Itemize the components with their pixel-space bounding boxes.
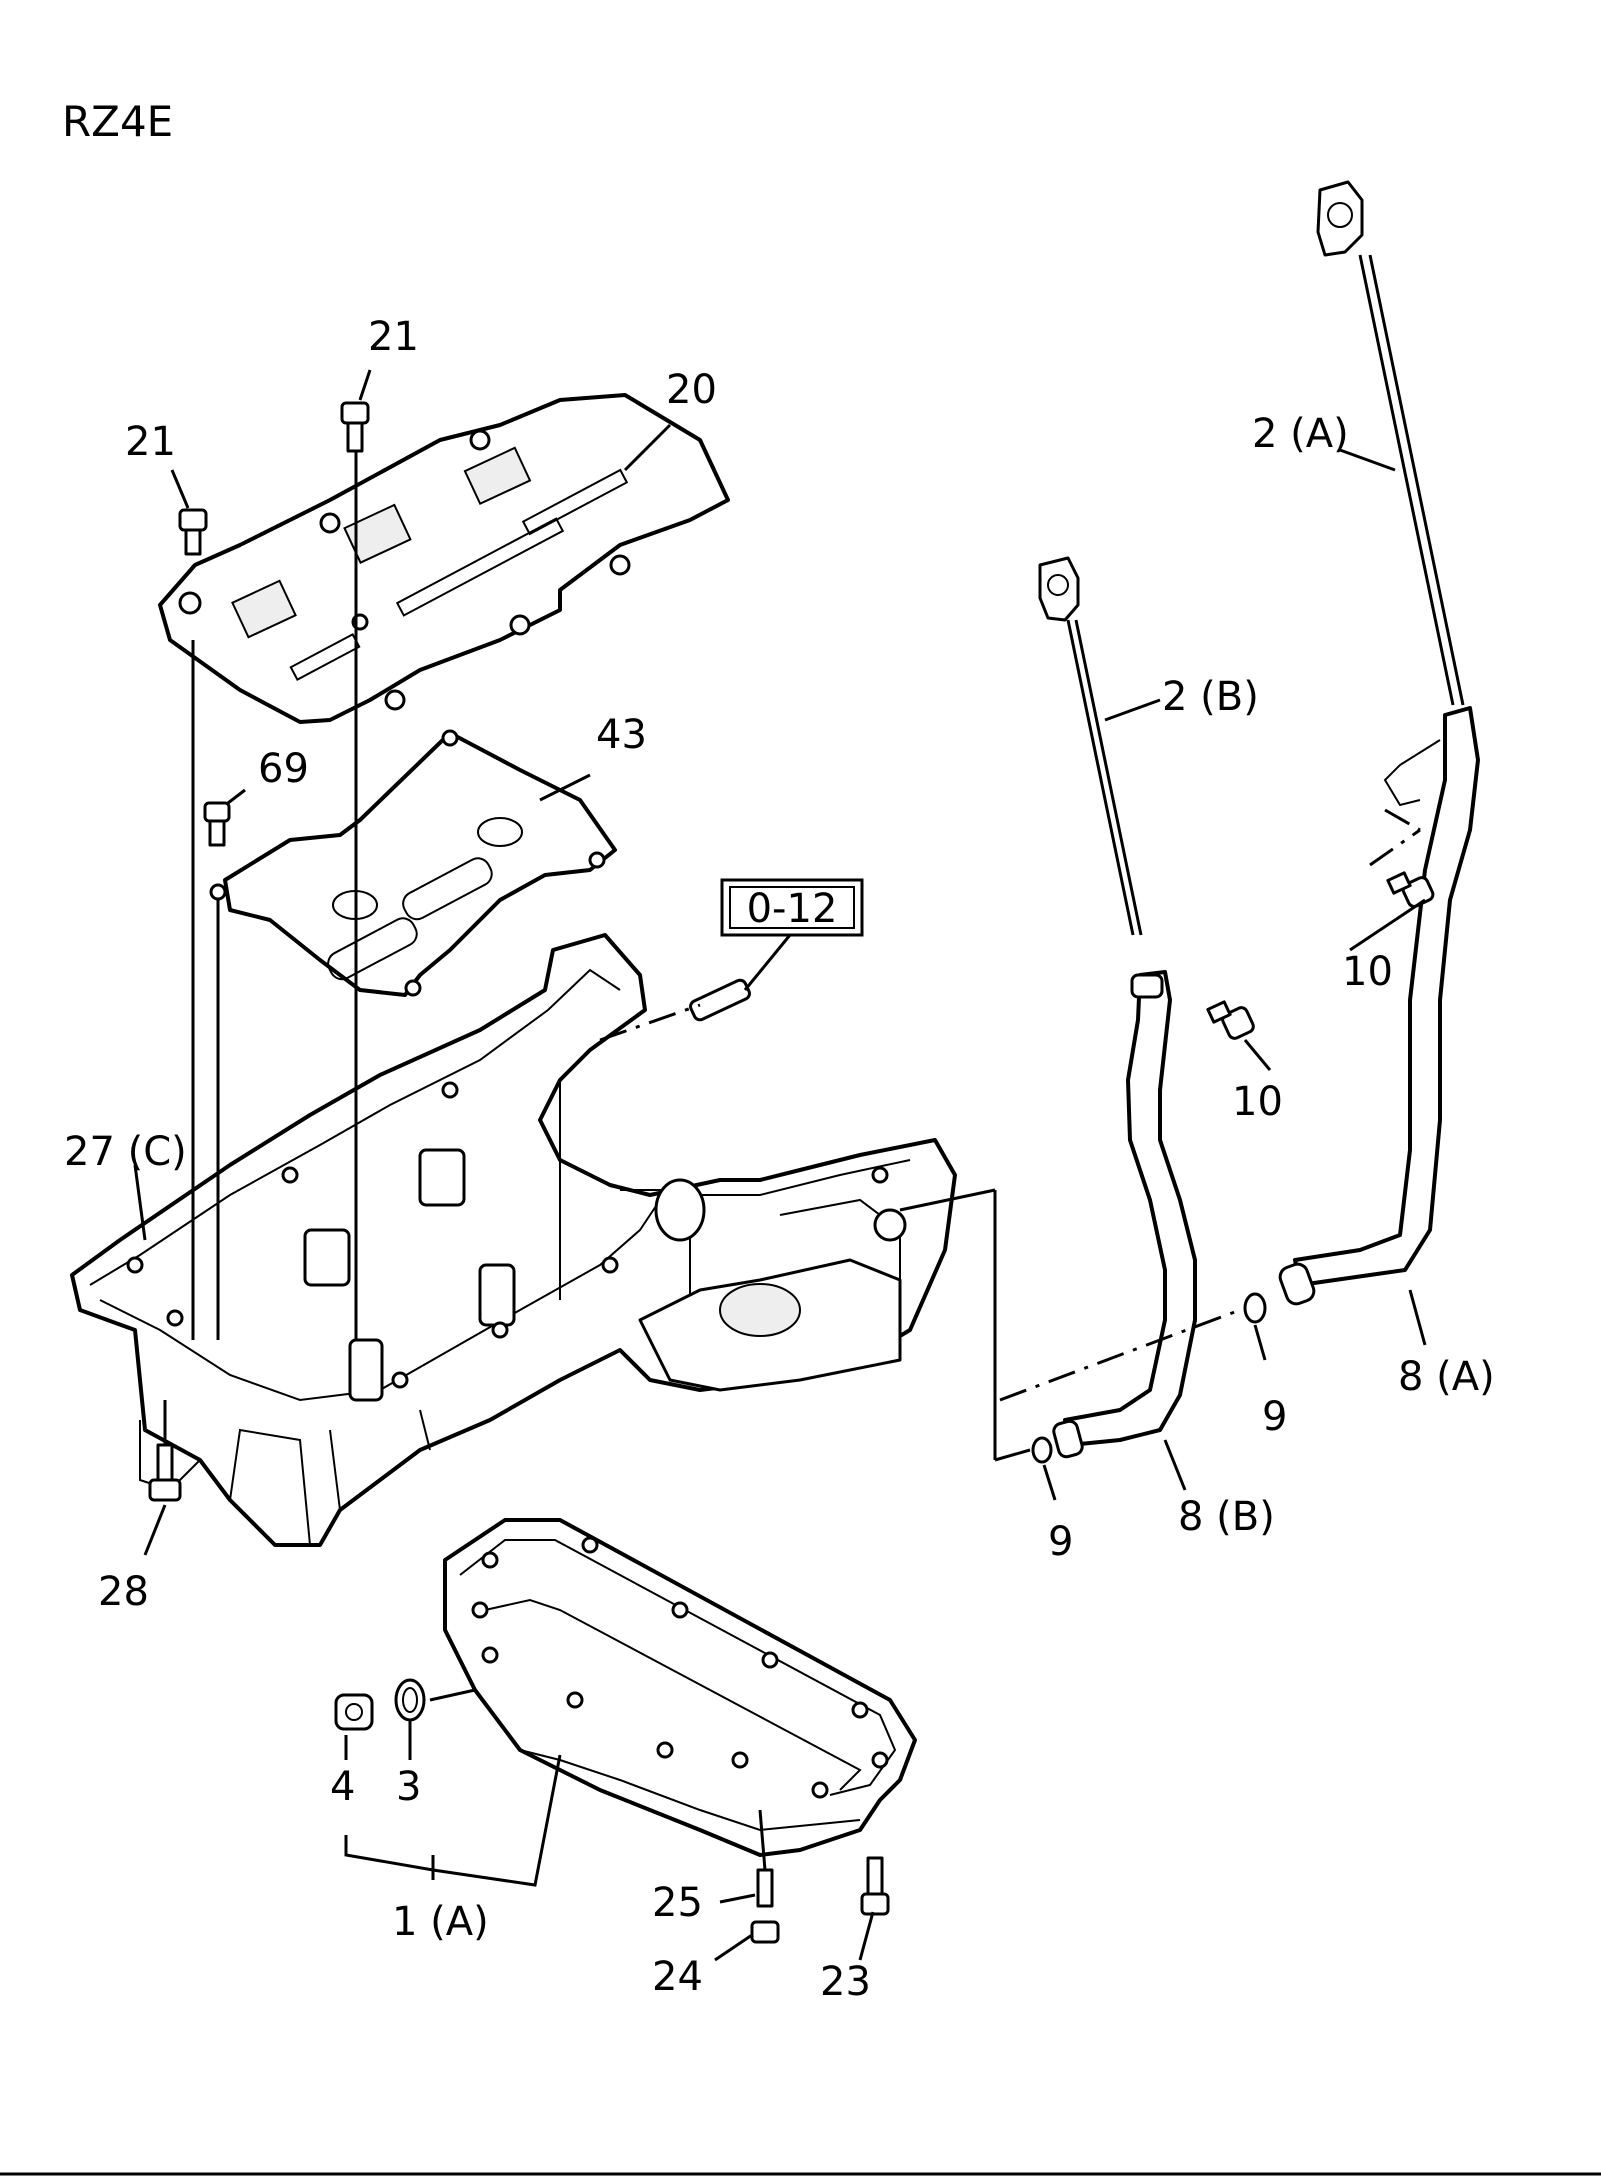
callout-10-mid: 10: [1232, 1079, 1283, 1125]
gauge-guide-tube-a: [1278, 706, 1480, 1306]
callout-3: 3: [396, 1764, 421, 1810]
bolt-23: [860, 1856, 890, 1916]
callout-2a: 2 (A): [1252, 411, 1349, 457]
callout-25: 25: [652, 1880, 703, 1926]
bolt-28: [148, 1443, 182, 1502]
callout-20: 20: [666, 367, 717, 413]
callout-27c: 27 (C): [64, 1129, 187, 1175]
callout-2b: 2 (B): [1162, 674, 1259, 720]
oil-level-gauge-b: [1038, 556, 1143, 936]
callout-21-left: 21: [125, 419, 176, 465]
callout-28: 28: [98, 1569, 149, 1615]
callout-1a: 1 (A): [392, 1899, 489, 1945]
nut-24: [750, 1920, 780, 1944]
callout-21-top: 21: [368, 314, 419, 360]
baffle-plate-43: [209, 729, 617, 997]
o-ring-9-left: [1031, 1436, 1053, 1464]
oil-pan-lower: [443, 1518, 917, 1857]
reference-box-label: 0-12: [747, 886, 838, 932]
callout-9-left: 9: [1048, 1519, 1073, 1565]
bolt-10-mid: [1206, 1000, 1255, 1040]
oil-pan-upper: [70, 933, 957, 1547]
callout-10-right: 10: [1342, 949, 1393, 995]
bolt-21-left: [178, 508, 208, 556]
callout-8b: 8 (B): [1178, 1494, 1275, 1540]
bolt-69: [203, 801, 231, 847]
callout-43: 43: [596, 712, 647, 758]
o-ring-9-right: [1243, 1292, 1267, 1324]
reference-box[interactable]: 0-12: [720, 878, 864, 937]
leader-lines: [133, 369, 1427, 1962]
callout-69: 69: [258, 746, 309, 792]
callout-4: 4: [330, 1764, 355, 1810]
stud-25: [756, 1868, 774, 1908]
callout-labels: 21 21 20 43 69 2 (A) 2 (B) 10 10 27 (C) …: [64, 314, 1495, 2005]
baffle-plate-20: [158, 393, 730, 724]
callout-23: 23: [820, 1959, 871, 2005]
gauge-guide-tube-b: [1052, 970, 1197, 1459]
bolt-21-top: [340, 401, 370, 453]
oil-level-gauge-a: [1316, 180, 1465, 706]
drain-plug-4: [334, 1693, 374, 1731]
gasket-3: [394, 1678, 426, 1722]
stud-0-12: [689, 978, 751, 1022]
callout-9-right: 9: [1262, 1394, 1287, 1440]
callout-24: 24: [652, 1954, 703, 2000]
model-code: RZ4E: [62, 97, 173, 146]
callout-8a: 8 (A): [1398, 1354, 1495, 1400]
